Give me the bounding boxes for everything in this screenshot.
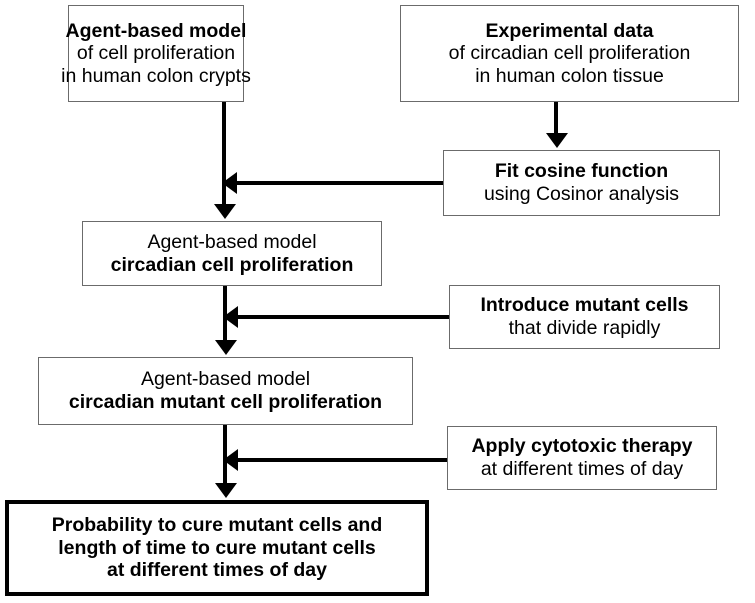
connector-introduce-mutant-to-trunk-line <box>237 315 450 319</box>
node-line: using Cosinor analysis <box>483 183 680 205</box>
node-fit-cosine-function: Fit cosine function using Cosinor analys… <box>443 150 720 216</box>
node-line: of cell proliferation <box>76 42 236 65</box>
node-line: Fit cosine function <box>494 160 669 183</box>
node-line: in human colon tissue <box>475 64 664 87</box>
node-line: Agent-based model <box>140 368 311 391</box>
arrow-down-icon <box>546 133 568 148</box>
node-agent-based-model-circadian: Agent-based model circadian cell prolife… <box>82 221 382 286</box>
node-outcome-probability-and-time-to-cure: Probability to cure mutant cells and len… <box>5 500 429 596</box>
node-apply-cytotoxic-therapy: Apply cytotoxic therapy at different tim… <box>447 426 717 490</box>
connector-fit-cosine-to-trunk-line <box>236 181 444 185</box>
node-line: length of time to cure mutant cells <box>58 536 376 559</box>
node-line: of circadian cell proliferation <box>448 42 691 65</box>
connector-abm-base-to-abm-circadian-line <box>222 102 226 206</box>
connector-apply-therapy-to-trunk-line <box>237 458 448 462</box>
node-line: that divide rapidly <box>508 317 661 339</box>
connector-exp-data-to-fit-cosine-line <box>554 102 558 135</box>
node-agent-based-model-circadian-mutant: Agent-based model circadian mutant cell … <box>38 357 413 425</box>
node-line: Agent-based model <box>65 19 247 42</box>
arrow-left-icon <box>223 306 238 328</box>
node-experimental-data: Experimental data of circadian cell prol… <box>400 5 739 102</box>
node-line: at different times of day <box>480 458 684 480</box>
arrow-down-icon <box>214 204 236 219</box>
node-line: in human colon crypts <box>61 64 251 87</box>
node-agent-based-model-base: Agent-based model of cell proliferation … <box>61 5 251 102</box>
node-line: Introduce mutant cells <box>480 294 689 317</box>
node-line: Experimental data <box>485 19 654 42</box>
node-line: circadian cell proliferation <box>110 253 354 276</box>
node-line: at different times of day <box>107 559 327 582</box>
node-line: Agent-based model <box>147 230 317 253</box>
arrow-left-icon <box>223 449 238 471</box>
arrow-down-icon <box>215 483 237 498</box>
arrow-down-icon <box>215 340 237 355</box>
node-line: Probability to cure mutant cells and <box>51 514 383 537</box>
node-introduce-mutant-cells: Introduce mutant cells that divide rapid… <box>449 285 720 349</box>
arrow-left-icon <box>222 172 237 194</box>
node-line: Apply cytotoxic therapy <box>471 435 693 458</box>
node-line: circadian mutant cell proliferation <box>68 391 383 413</box>
